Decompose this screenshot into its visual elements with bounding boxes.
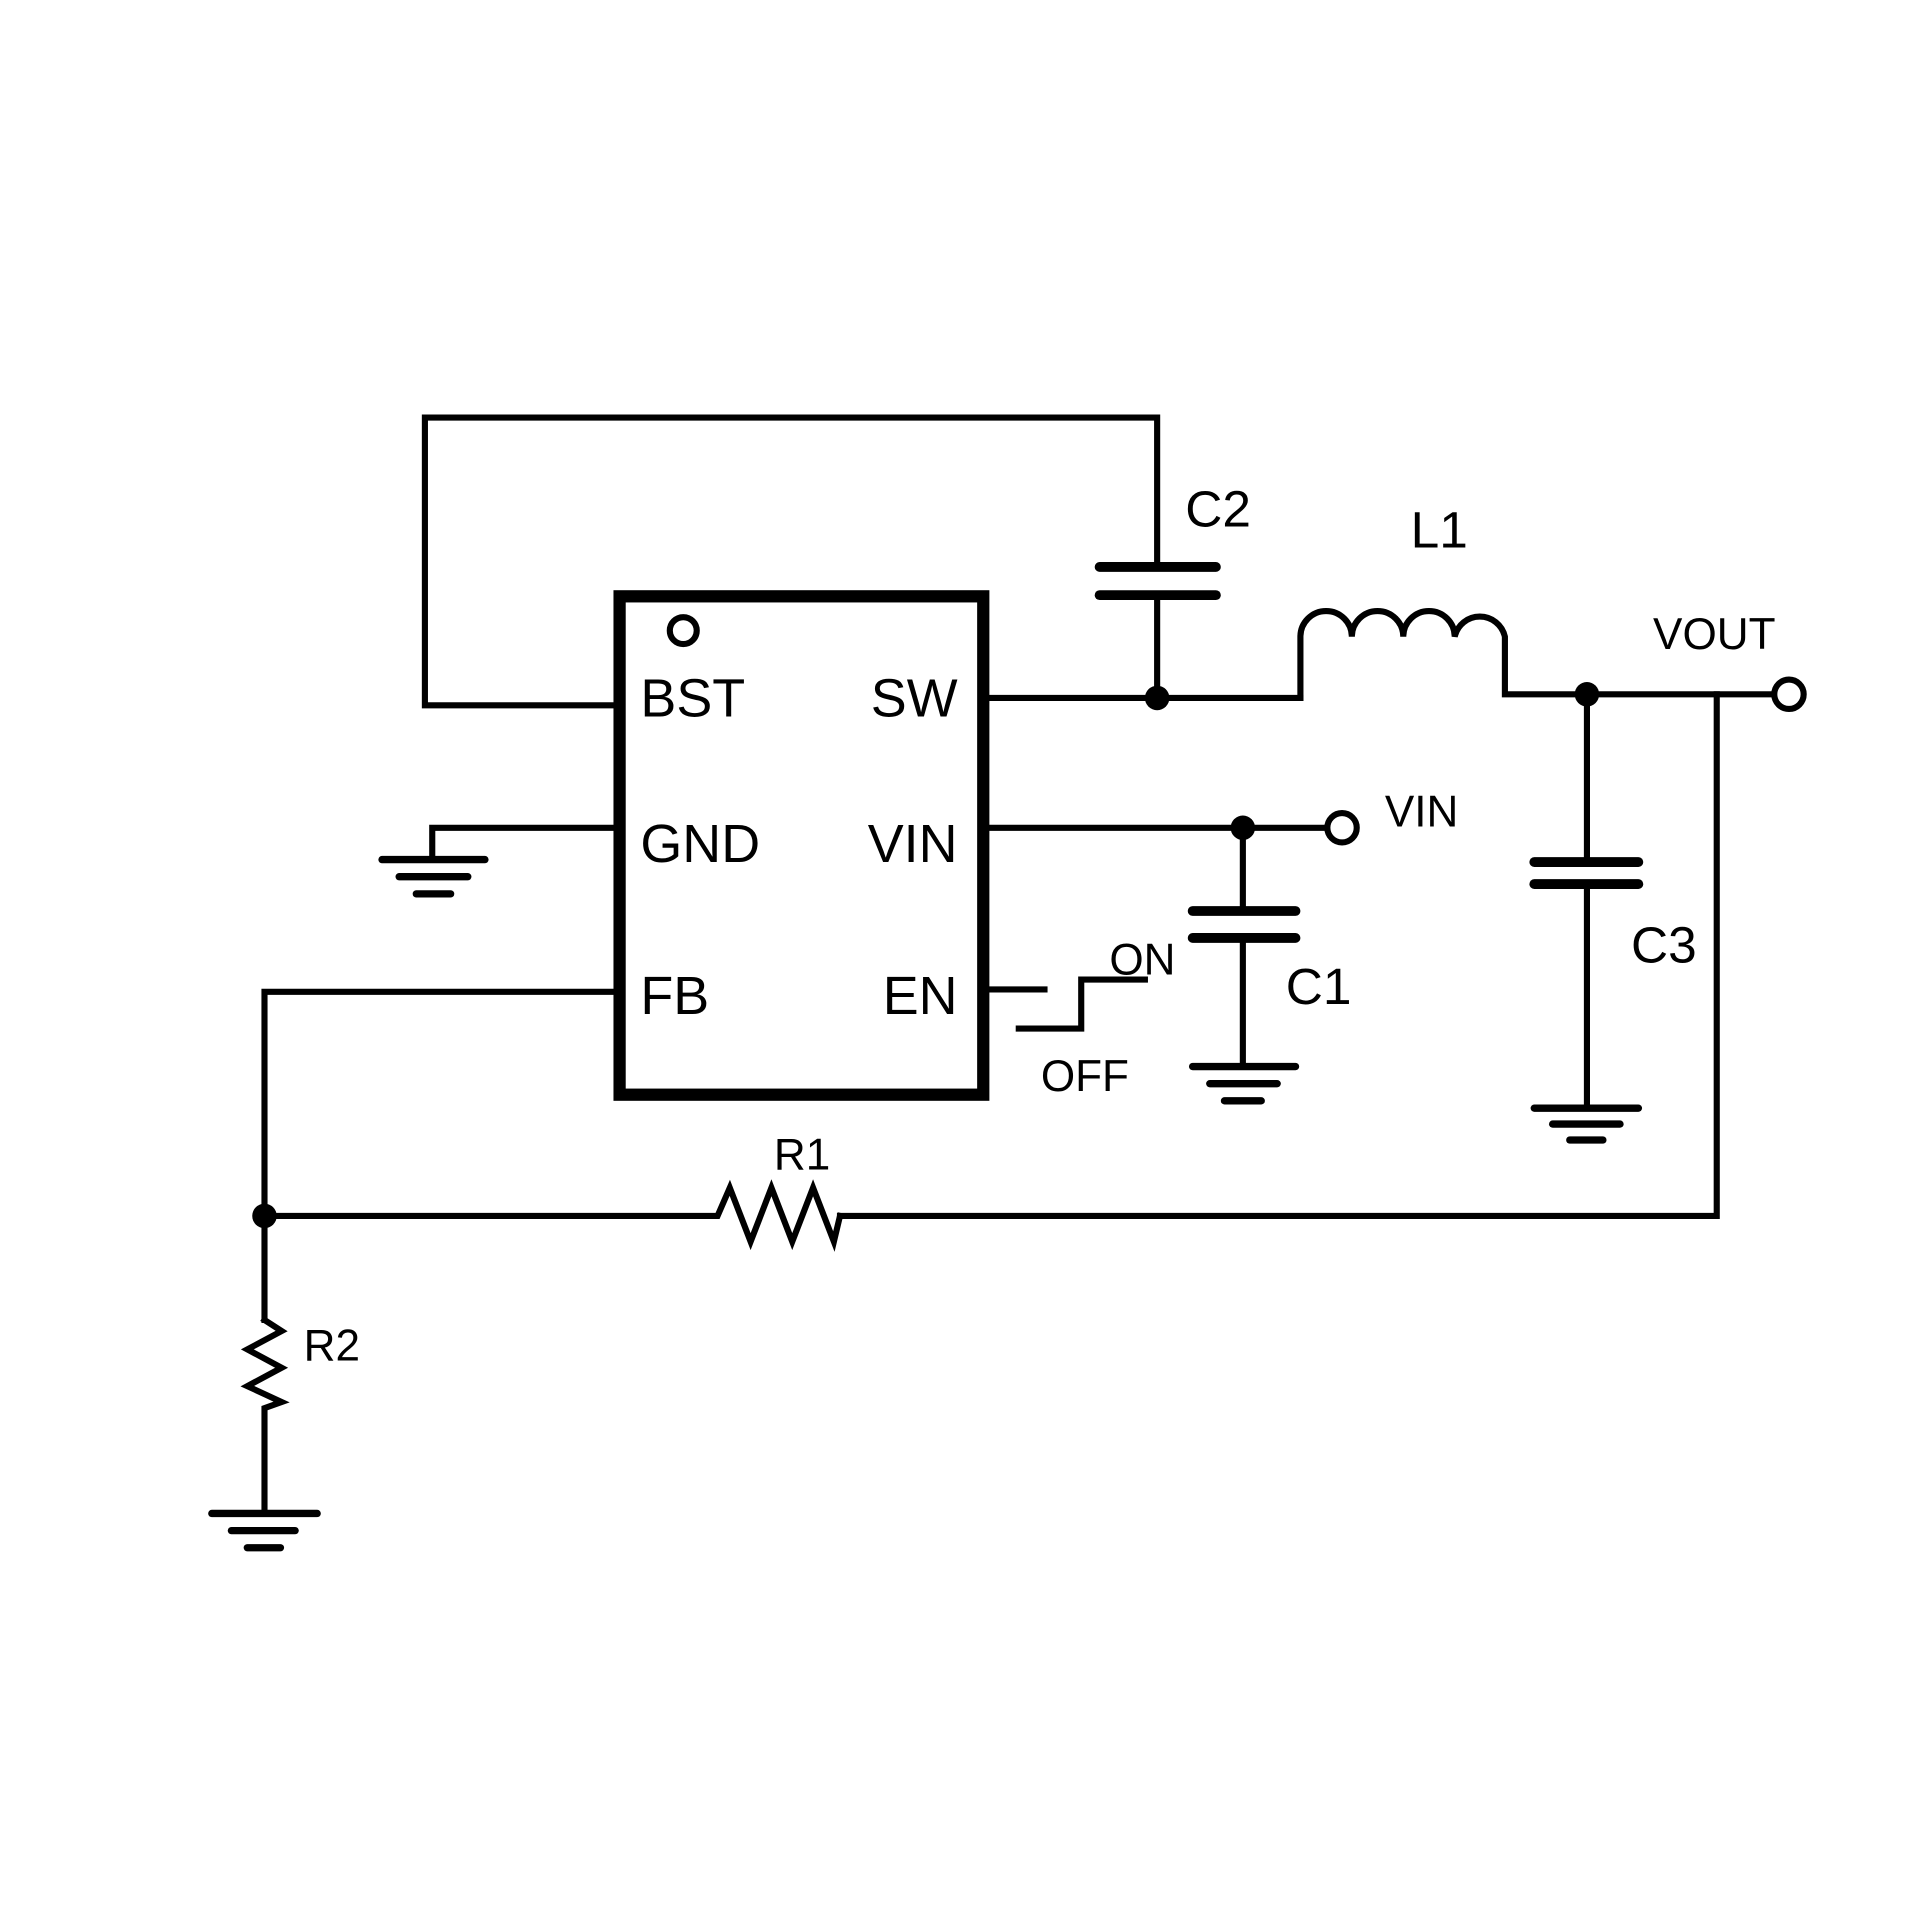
capacitor-c2	[1094, 562, 1221, 702]
pin1-marker-icon	[666, 614, 700, 648]
wire-gnd	[429, 824, 621, 862]
inductor-l1	[1297, 607, 1590, 702]
terminal-vin	[1324, 810, 1360, 846]
wire-bst-to-c2	[421, 414, 1161, 709]
pin-gnd: GND	[640, 814, 760, 874]
pin-bst: BST	[640, 668, 745, 728]
capacitor-c1	[1187, 824, 1301, 1069]
wire-fb	[261, 988, 621, 1324]
label-l1: L1	[1411, 500, 1468, 558]
ground-icon	[1530, 1104, 1643, 1144]
label-c3: C3	[1631, 915, 1697, 973]
junction-sw	[1144, 685, 1170, 711]
resistor-r1	[261, 1179, 844, 1252]
label-vin: VIN	[1385, 788, 1458, 837]
terminal-vout	[1771, 676, 1807, 713]
ground-icon	[378, 855, 489, 898]
capacitor-c3	[1529, 691, 1644, 1112]
label-r1: R1	[774, 1130, 830, 1179]
ground-icon	[208, 1509, 321, 1552]
label-switch-off: OFF	[1041, 1052, 1129, 1101]
switch-en-toggle	[1015, 976, 1148, 1032]
label-r2: R2	[304, 1321, 360, 1370]
label-vout: VOUT	[1653, 610, 1775, 659]
pin-vin: VIN	[868, 814, 958, 874]
label-c1: C1	[1286, 957, 1352, 1015]
pin-sw: SW	[871, 668, 958, 728]
label-c2: C2	[1185, 480, 1251, 538]
junction-fb	[252, 1203, 277, 1229]
wire-feedback	[836, 691, 1720, 1219]
ic-body	[613, 590, 990, 1101]
resistor-r2	[240, 1315, 290, 1515]
label-switch-on: ON	[1109, 936, 1175, 985]
pin-fb: FB	[640, 966, 709, 1026]
pin-en: EN	[883, 966, 958, 1026]
ground-icon	[1188, 1062, 1300, 1105]
